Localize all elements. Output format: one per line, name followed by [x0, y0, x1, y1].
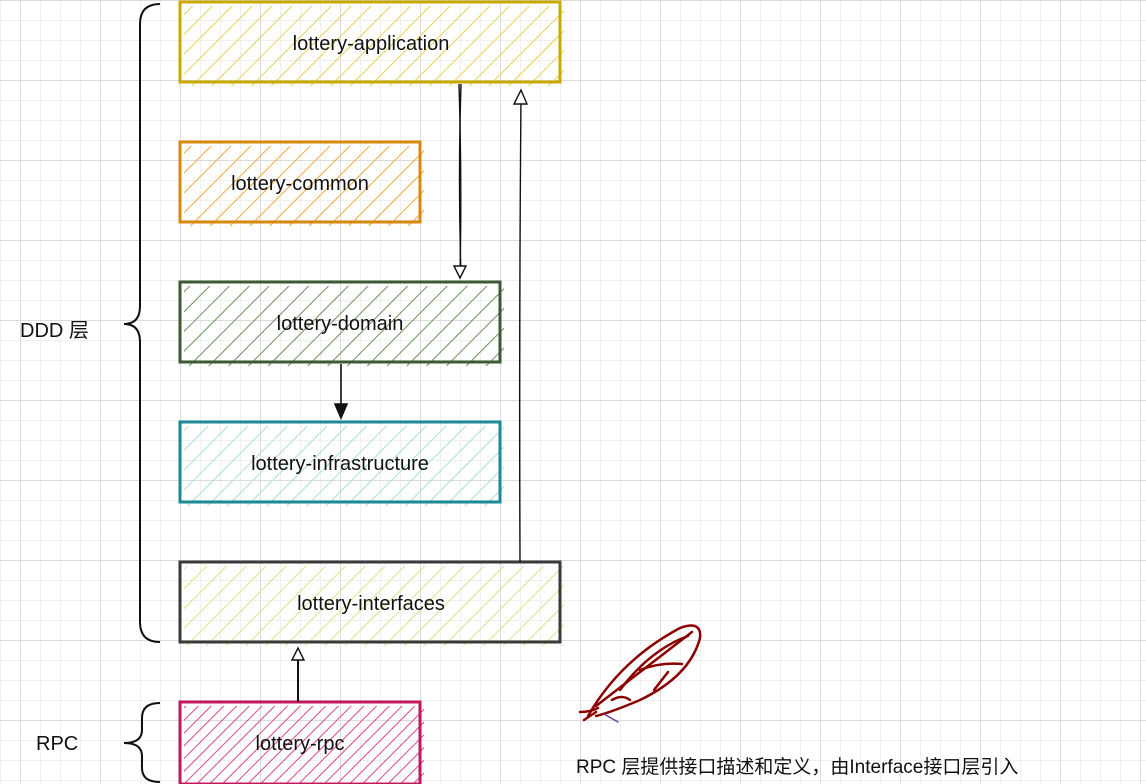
- ddd-layer-brace: [123, 3, 161, 643]
- feather-icon: [578, 624, 702, 723]
- arrow-rpc-to-interfaces: [290, 646, 306, 702]
- arrow-domain-to-infrastructure: [333, 364, 349, 421]
- module-common[interactable]: lottery-common: [178, 140, 424, 226]
- module-application-label: lottery-application: [293, 33, 450, 55]
- module-infrastructure[interactable]: lottery-infrastructure: [178, 420, 504, 506]
- rpc-note: RPC 层提供接口描述和定义，由Interface接口层引入: [576, 757, 1019, 778]
- module-rpc[interactable]: lottery-rpc: [178, 700, 424, 784]
- rpc-layer-label: RPC: [36, 733, 79, 755]
- rpc-layer-brace: [123, 702, 161, 783]
- module-interfaces-label: lottery-interfaces: [297, 593, 445, 615]
- module-application[interactable]: lottery-application: [178, 0, 564, 86]
- module-infrastructure-label: lottery-infrastructure: [251, 453, 429, 475]
- arrow-application-to-domain: [452, 83, 468, 280]
- module-domain-label: lottery-domain: [277, 313, 404, 335]
- module-interfaces[interactable]: lottery-interfaces: [178, 560, 564, 646]
- module-rpc-label: lottery-rpc: [256, 733, 345, 755]
- module-domain[interactable]: lottery-domain: [178, 280, 504, 366]
- arrow-interfaces-to-application: [512, 88, 529, 563]
- module-common-label: lottery-common: [231, 173, 369, 195]
- ddd-layer-label: DDD 层: [20, 320, 89, 342]
